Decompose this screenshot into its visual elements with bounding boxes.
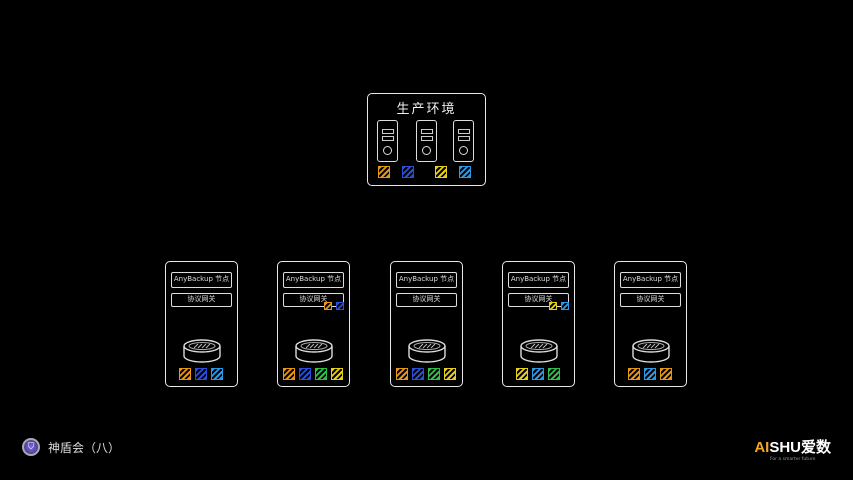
data-cube-icon [644, 368, 656, 380]
node-label: AnyBackup 节点 [171, 272, 232, 288]
brand-name: SHU爱数 [769, 439, 831, 456]
data-badge-icon [561, 302, 569, 310]
gateway-label: 协议网关 [396, 293, 457, 307]
shield-logo-icon: ⛉ [22, 438, 40, 456]
storage-disk-icon [520, 339, 558, 363]
series-title: 神盾会（八） [48, 440, 121, 455]
data-cube-icon [402, 166, 414, 178]
server-icon [377, 120, 398, 162]
data-cube-icon [459, 166, 471, 178]
anybackup-node: AnyBackup 节点 协议网关 [502, 261, 575, 387]
data-cube-icon [628, 368, 640, 380]
anybackup-node: AnyBackup 节点 协议网关 [614, 261, 687, 387]
data-cube-icon [179, 368, 191, 380]
data-badge-icon [324, 302, 332, 310]
node-label: AnyBackup 节点 [508, 272, 569, 288]
storage-disk-icon [408, 339, 446, 363]
data-badge-icon [336, 302, 344, 310]
anybackup-node: AnyBackup 节点 协议网关 [390, 261, 463, 387]
node-label: AnyBackup 节点 [620, 272, 681, 288]
data-cube-icon [428, 368, 440, 380]
data-cube-icon [444, 368, 456, 380]
gateway-label: 协议网关 [283, 293, 344, 307]
data-cube-icon [195, 368, 207, 380]
server-icon [416, 120, 437, 162]
data-cube-icon [331, 368, 343, 380]
data-cube-icon [548, 368, 560, 380]
data-cube-icon [532, 368, 544, 380]
production-environment: 生产环境 [367, 93, 486, 186]
anybackup-node: AnyBackup 节点 协议网关 [165, 261, 238, 387]
data-cube-icon [378, 166, 390, 178]
data-badge-icon [549, 302, 557, 310]
storage-disk-icon [183, 339, 221, 363]
gateway-label: 协议网关 [620, 293, 681, 307]
footer-series: ⛉ 神盾会（八） [22, 438, 120, 456]
data-cube-icon [211, 368, 223, 380]
data-cube-icon [315, 368, 327, 380]
brand-ai: AI [754, 439, 770, 456]
server-icon [453, 120, 474, 162]
aishu-logo: AISHU爱数 For a smarter future [754, 436, 831, 462]
production-title: 生产环境 [396, 102, 457, 117]
node-label: AnyBackup 节点 [283, 272, 344, 288]
brand-tagline: For a smarter future [769, 457, 816, 462]
data-cube-icon [660, 368, 672, 380]
gateway-label: 协议网关 [508, 293, 569, 307]
storage-disk-icon [295, 339, 333, 363]
anybackup-node: AnyBackup 节点 协议网关 [277, 261, 350, 387]
data-cube-icon [283, 368, 295, 380]
node-label: AnyBackup 节点 [396, 272, 457, 288]
storage-disk-icon [632, 339, 670, 363]
data-cube-icon [299, 368, 311, 380]
data-cube-icon [396, 368, 408, 380]
data-cube-icon [412, 368, 424, 380]
data-cube-icon [435, 166, 447, 178]
data-cube-icon [516, 368, 528, 380]
gateway-label: 协议网关 [171, 293, 232, 307]
